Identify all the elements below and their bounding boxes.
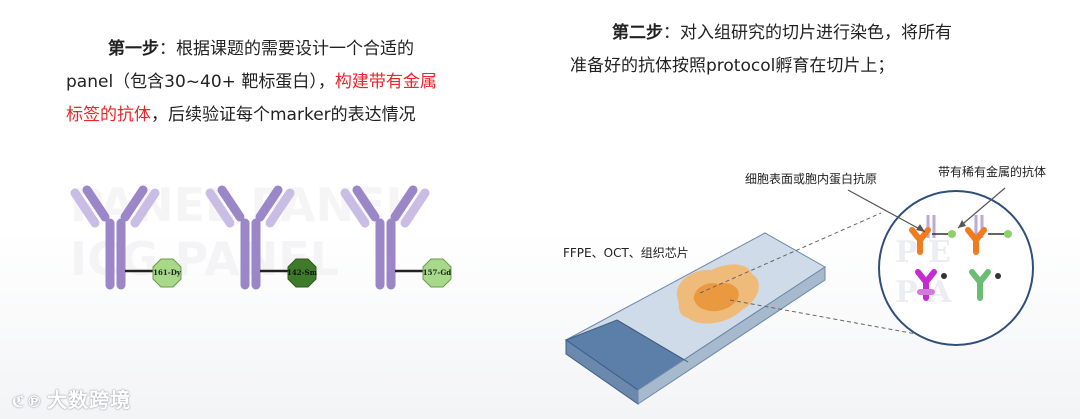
- tissue-section: [676, 264, 759, 324]
- step1-text-block: 第一步：根据课题的需要设计一个合适的 panel（包含30~40+ 靶标蛋白），…: [66, 33, 536, 132]
- step2-text-block: 第二步：对入组研究的切片进行染色，将所有 准备好的抗体按照protocol孵育在…: [570, 17, 1050, 83]
- metal-tag-1: [152, 258, 182, 288]
- metal-tag-label-3: 157-Gd: [423, 268, 451, 277]
- step1-line3-highlight: 标签的抗体: [66, 105, 151, 125]
- antibody-2: 142-Sm: [210, 190, 318, 287]
- step2-line1: ：对入组研究的切片进行染色，将所有: [663, 23, 952, 43]
- antibody-illustrations: 161-Dy 142-Sm 157-Gd: [0, 0, 452, 419]
- step1-heading: 第一步: [108, 39, 159, 59]
- antibody-label: 带有稀有金属的抗体: [938, 165, 1047, 179]
- metal-tag-2: [287, 258, 317, 288]
- metal-tag-label-1: 161-Dy: [153, 268, 182, 277]
- watermark-logo-icon: ℭ℗: [12, 392, 44, 411]
- watermark-text: 大数跨境: [47, 388, 132, 412]
- metal-tag-3: [422, 258, 452, 288]
- slide-type-label: FFPE、OCT、组织芯片: [563, 246, 689, 260]
- step2-line2: 准备好的抗体按照protocol孵育在切片上；: [570, 56, 895, 76]
- metal-tags: [932, 230, 1012, 279]
- step1-line2-highlight: 构建带有金属: [334, 72, 437, 92]
- step1-line1: ：根据课题的需要设计一个合适的: [159, 39, 414, 59]
- orange-antibody-1: [909, 227, 931, 255]
- antibody-1: 161-Dy: [75, 190, 182, 287]
- metal-tag-label-2: 142-Sm: [287, 268, 318, 277]
- step1-line3: ，后续验证每个marker的表达情况: [151, 105, 416, 125]
- step1-line2: panel（包含30~40+ 靶标蛋白），: [66, 72, 335, 92]
- antibody-3: 157-Gd: [345, 190, 452, 288]
- orange-antibody-2: [965, 227, 987, 255]
- brand-watermark: ℭ℗大数跨境: [12, 384, 131, 413]
- antigen-label: 细胞表面或胞内蛋白抗原: [745, 172, 878, 186]
- magenta-antibody: [915, 269, 937, 301]
- step2-heading: 第二步: [612, 23, 663, 43]
- antigen-arrow: [847, 189, 926, 233]
- antibody-arrow: [957, 187, 1006, 229]
- green-antibody: [969, 269, 991, 301]
